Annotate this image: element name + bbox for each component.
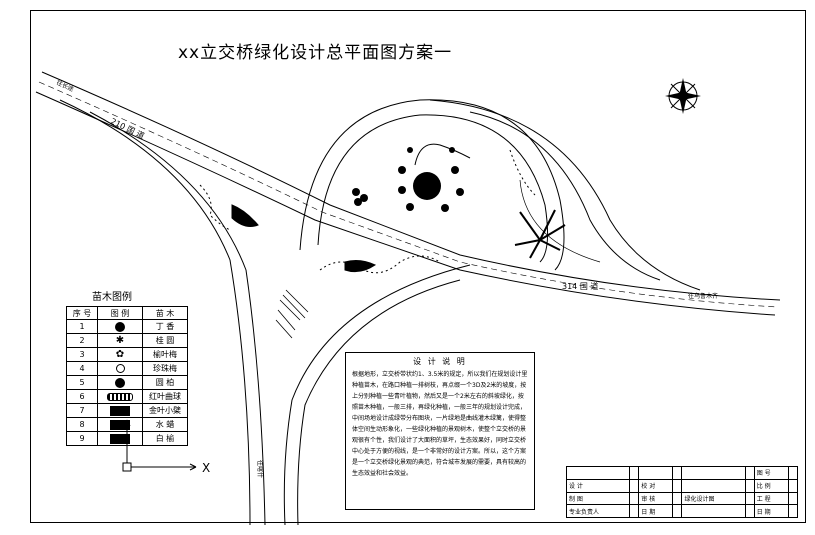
direction-right: 往乌鲁木齐	[688, 292, 718, 300]
axis-x-label: X	[202, 461, 210, 475]
ramp-left-inner	[89, 111, 266, 526]
flower-icon: ✿	[115, 348, 125, 360]
design-notes-title: 设 计 说 明	[413, 357, 467, 366]
road-label-210: 210 国 道	[109, 116, 146, 141]
design-notes: 设 计 说 明 根据地形，立交桥带状约1、3.5米的规定，所以我们在规划设计里种…	[345, 352, 535, 510]
title-block: 图 号 设 计校 对比 例 制 图审 核绿化设计图工 程 专业负责人日 期日 期	[565, 466, 799, 518]
central-tree	[413, 172, 441, 200]
direction-left: 往长途	[55, 79, 75, 94]
ne-ramp-inner	[469, 111, 661, 281]
ramp-right-outer	[283, 264, 471, 526]
ramp-right-inner	[297, 279, 461, 526]
legend-header-name: 苗 木	[142, 306, 188, 320]
direction-bottom: 往喀什	[256, 460, 264, 478]
ring-icon	[115, 364, 125, 373]
box-icon	[110, 433, 130, 444]
legend-title: 苗木图例	[92, 292, 132, 303]
dot-icon	[115, 377, 125, 388]
drawing-title: xx立交桥绿化设计总平面图方案一	[178, 43, 453, 63]
hedge-icon	[107, 392, 133, 401]
ne-ramp-outer	[429, 99, 701, 291]
design-notes-body: 根据地形，立交桥带状约1、3.5米的规定，所以我们在规划设计里种植苗木，在路口种…	[352, 371, 528, 477]
legend-header-symbol: 图 例	[97, 306, 143, 320]
box-icon	[110, 405, 130, 416]
star-icon: ✱	[115, 334, 125, 346]
north-arrow	[665, 78, 701, 114]
ramp-left-outer	[59, 99, 251, 526]
dot-icon	[115, 321, 125, 332]
box-icon	[110, 419, 130, 430]
legend-row: 3✿榆叶梅	[66, 347, 188, 362]
road-label-314: 314 国 道	[562, 281, 598, 291]
legend-header-no: 序 号	[66, 306, 98, 320]
legend-row: 2✱桂 圆	[66, 333, 188, 348]
road-210-edge-bottom	[35, 91, 776, 316]
road-210-edge-top	[41, 71, 781, 301]
drawing-frame	[30, 10, 806, 523]
palm-planting	[514, 209, 566, 259]
